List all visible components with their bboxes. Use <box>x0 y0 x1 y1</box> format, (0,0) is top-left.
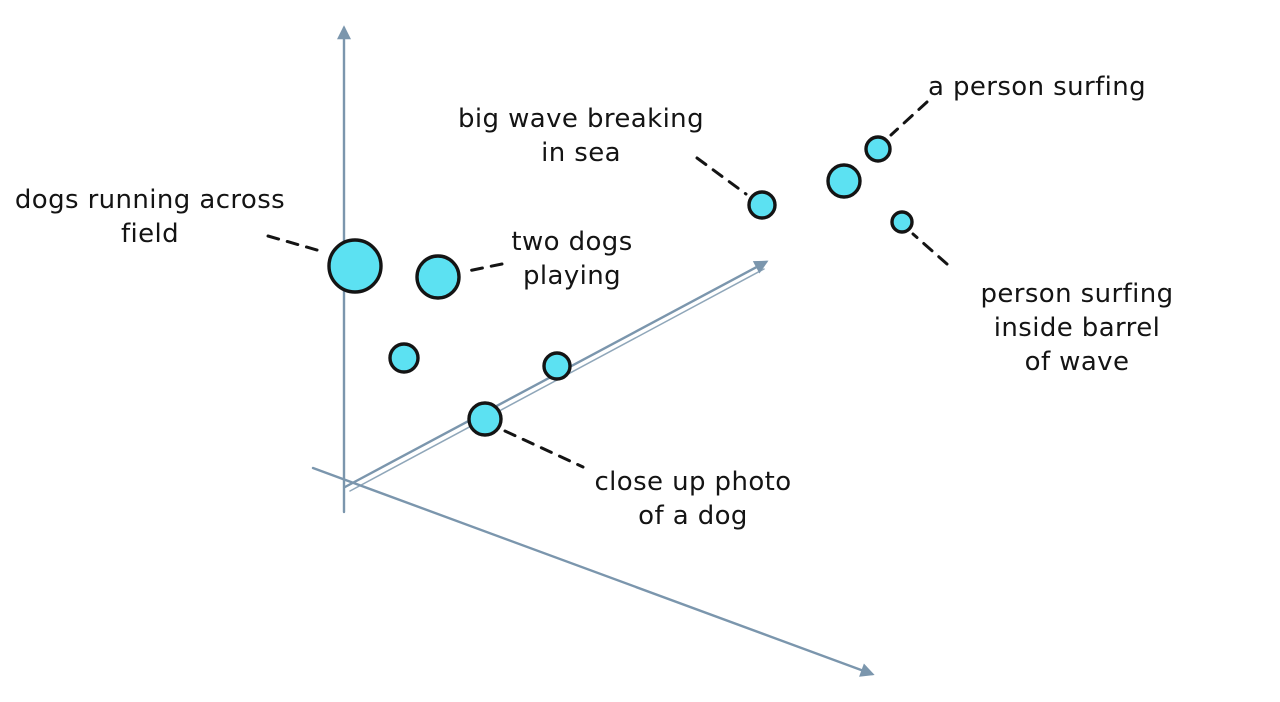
embedding-points <box>327 135 914 437</box>
embedding-point-dog-cluster-unlabeled-mid <box>542 351 572 381</box>
embedding-point-dog-cluster-unlabeled-left <box>388 342 420 374</box>
connector-big-wave-breaking-in-sea <box>695 156 748 196</box>
embedding-point-a-person-surfing <box>864 135 892 163</box>
connector-person-surfing-inside-barrel-of-wave <box>911 232 949 266</box>
connector-two-dogs-playing <box>461 262 504 274</box>
embedding-point-surf-cluster-unlabeled <box>826 163 862 199</box>
embedding-point-close-up-photo-of-a-dog <box>467 401 503 437</box>
connector-dogs-running-across-field <box>266 234 326 254</box>
connector-close-up-photo-of-a-dog <box>503 429 585 469</box>
label-connectors <box>266 100 949 469</box>
connector-a-person-surfing <box>889 100 929 137</box>
embedding-point-dogs-running-across-field <box>327 238 383 294</box>
embedding-point-person-surfing-inside-barrel-of-wave <box>890 210 914 234</box>
horizontal-axis <box>311 466 875 677</box>
embedding-point-big-wave-breaking-in-sea <box>747 190 777 220</box>
embedding-point-two-dogs-playing <box>415 254 461 300</box>
